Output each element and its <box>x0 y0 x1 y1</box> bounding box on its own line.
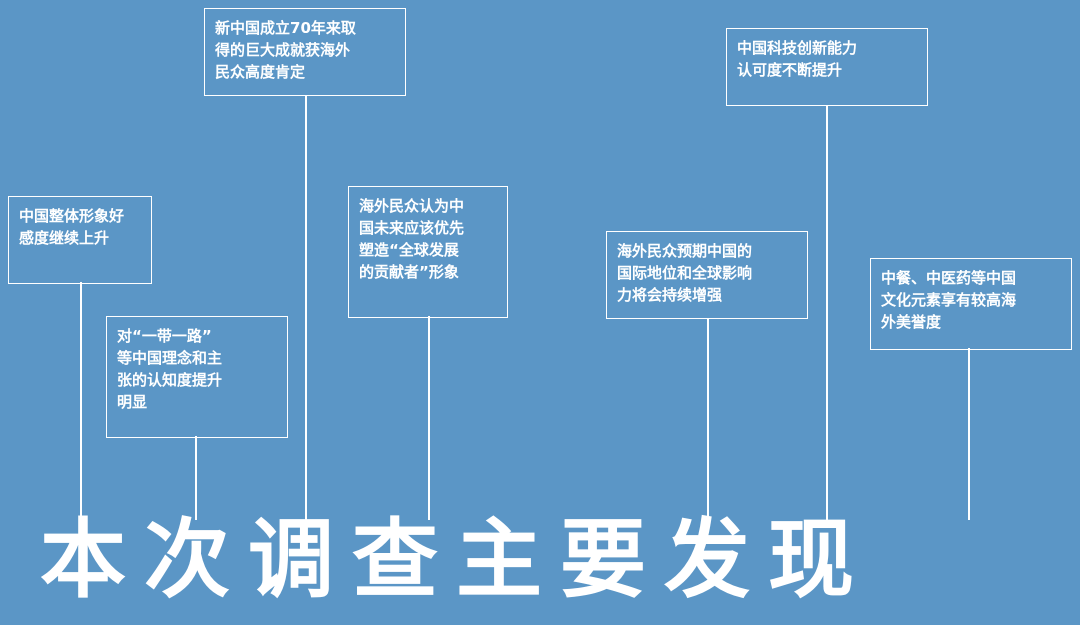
finding-card-belt-road: 对“一带一路” 等中国理念和主 张的认知度提升 明显 <box>106 316 288 438</box>
finding-card-culture-elements: 中餐、中医药等中国 文化元素享有较高海 外美誉度 <box>870 258 1072 350</box>
finding-card-overall-image: 中国整体形象好 感度继续上升 <box>8 196 152 284</box>
finding-card-international-status: 海外民众预期中国的 国际地位和全球影响 力将会持续增强 <box>606 231 808 319</box>
finding-card-global-contributor: 海外民众认为中 国未来应该优先 塑造“全球发展 的贡献者”形象 <box>348 186 508 318</box>
connector-line-global-contributor <box>428 316 430 520</box>
connector-line-seventy-years <box>305 95 307 520</box>
finding-card-seventy-years: 新中国成立70年来取 得的巨大成就获海外 民众高度肯定 <box>204 8 406 96</box>
connector-line-culture-elements <box>968 348 970 520</box>
connector-line-tech-innovation <box>826 105 828 520</box>
connector-line-international-status <box>707 318 709 520</box>
finding-card-tech-innovation: 中国科技创新能力 认可度不断提升 <box>726 28 928 106</box>
page-title: 本次调查主要发现 <box>40 510 872 610</box>
connector-line-overall-image <box>80 282 82 520</box>
connector-line-belt-road <box>195 436 197 520</box>
